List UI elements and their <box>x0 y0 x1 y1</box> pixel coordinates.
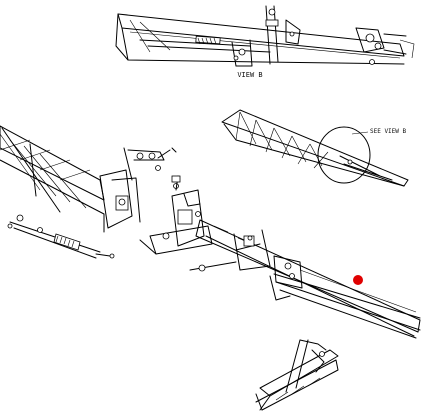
linkage-rod <box>7 214 115 259</box>
highlight-marker <box>353 275 363 285</box>
see-view-b-callout: SEE VIEW B <box>370 128 407 135</box>
bottom-bracket-detail <box>255 339 339 411</box>
view-b-caption: VIEW B <box>237 71 262 79</box>
callout-leader <box>351 131 369 135</box>
main-boom-truss <box>0 125 105 233</box>
outer-boom-section <box>269 255 421 339</box>
view-b-detail <box>115 5 415 67</box>
boom-overview <box>221 109 409 187</box>
hinge-bracket-assembly <box>99 147 179 229</box>
view-b-circle <box>317 126 371 184</box>
center-mount <box>139 175 213 255</box>
